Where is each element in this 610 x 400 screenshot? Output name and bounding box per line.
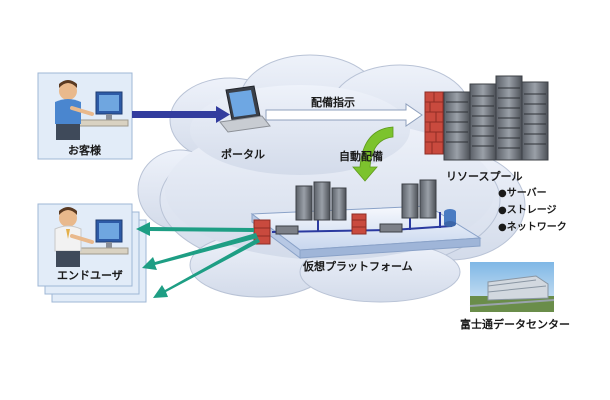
deploy-instruction-label: 配備指示 xyxy=(311,96,355,109)
platform-to-enduser-arrows xyxy=(136,222,260,298)
customer-to-portal-arrow xyxy=(132,106,230,123)
end-user-cards xyxy=(37,203,147,303)
laptop-icon xyxy=(219,85,271,133)
auto-deploy-arrow xyxy=(352,126,394,182)
resource-item-network: ●ネットワーク xyxy=(498,222,567,233)
datacenter-photo xyxy=(469,262,555,312)
end-user-label: エンドユーザ xyxy=(57,269,123,282)
platform-servers-left xyxy=(275,181,347,235)
server-rack-icon xyxy=(443,75,549,161)
resource-item-server: ●サーバー xyxy=(498,188,547,199)
customer-card xyxy=(37,72,133,160)
resource-pool-items: ●サーバー ●ストレージ ●ネットワーク xyxy=(498,185,567,236)
customer-label: お客様 xyxy=(68,144,101,157)
platform-servers-right xyxy=(379,179,456,233)
resource-pool-label: リソースプール xyxy=(446,170,523,183)
deploy-instruction-arrow xyxy=(265,103,423,127)
datacenter-label: 富士通データセンター xyxy=(460,318,570,331)
portal-label: ポータル xyxy=(221,148,265,161)
resource-item-storage: ●ストレージ xyxy=(498,205,557,216)
auto-deploy-label: 自動配備 xyxy=(339,150,383,163)
platform-label: 仮想プラットフォーム xyxy=(303,260,413,273)
firewall-icon xyxy=(424,91,444,155)
